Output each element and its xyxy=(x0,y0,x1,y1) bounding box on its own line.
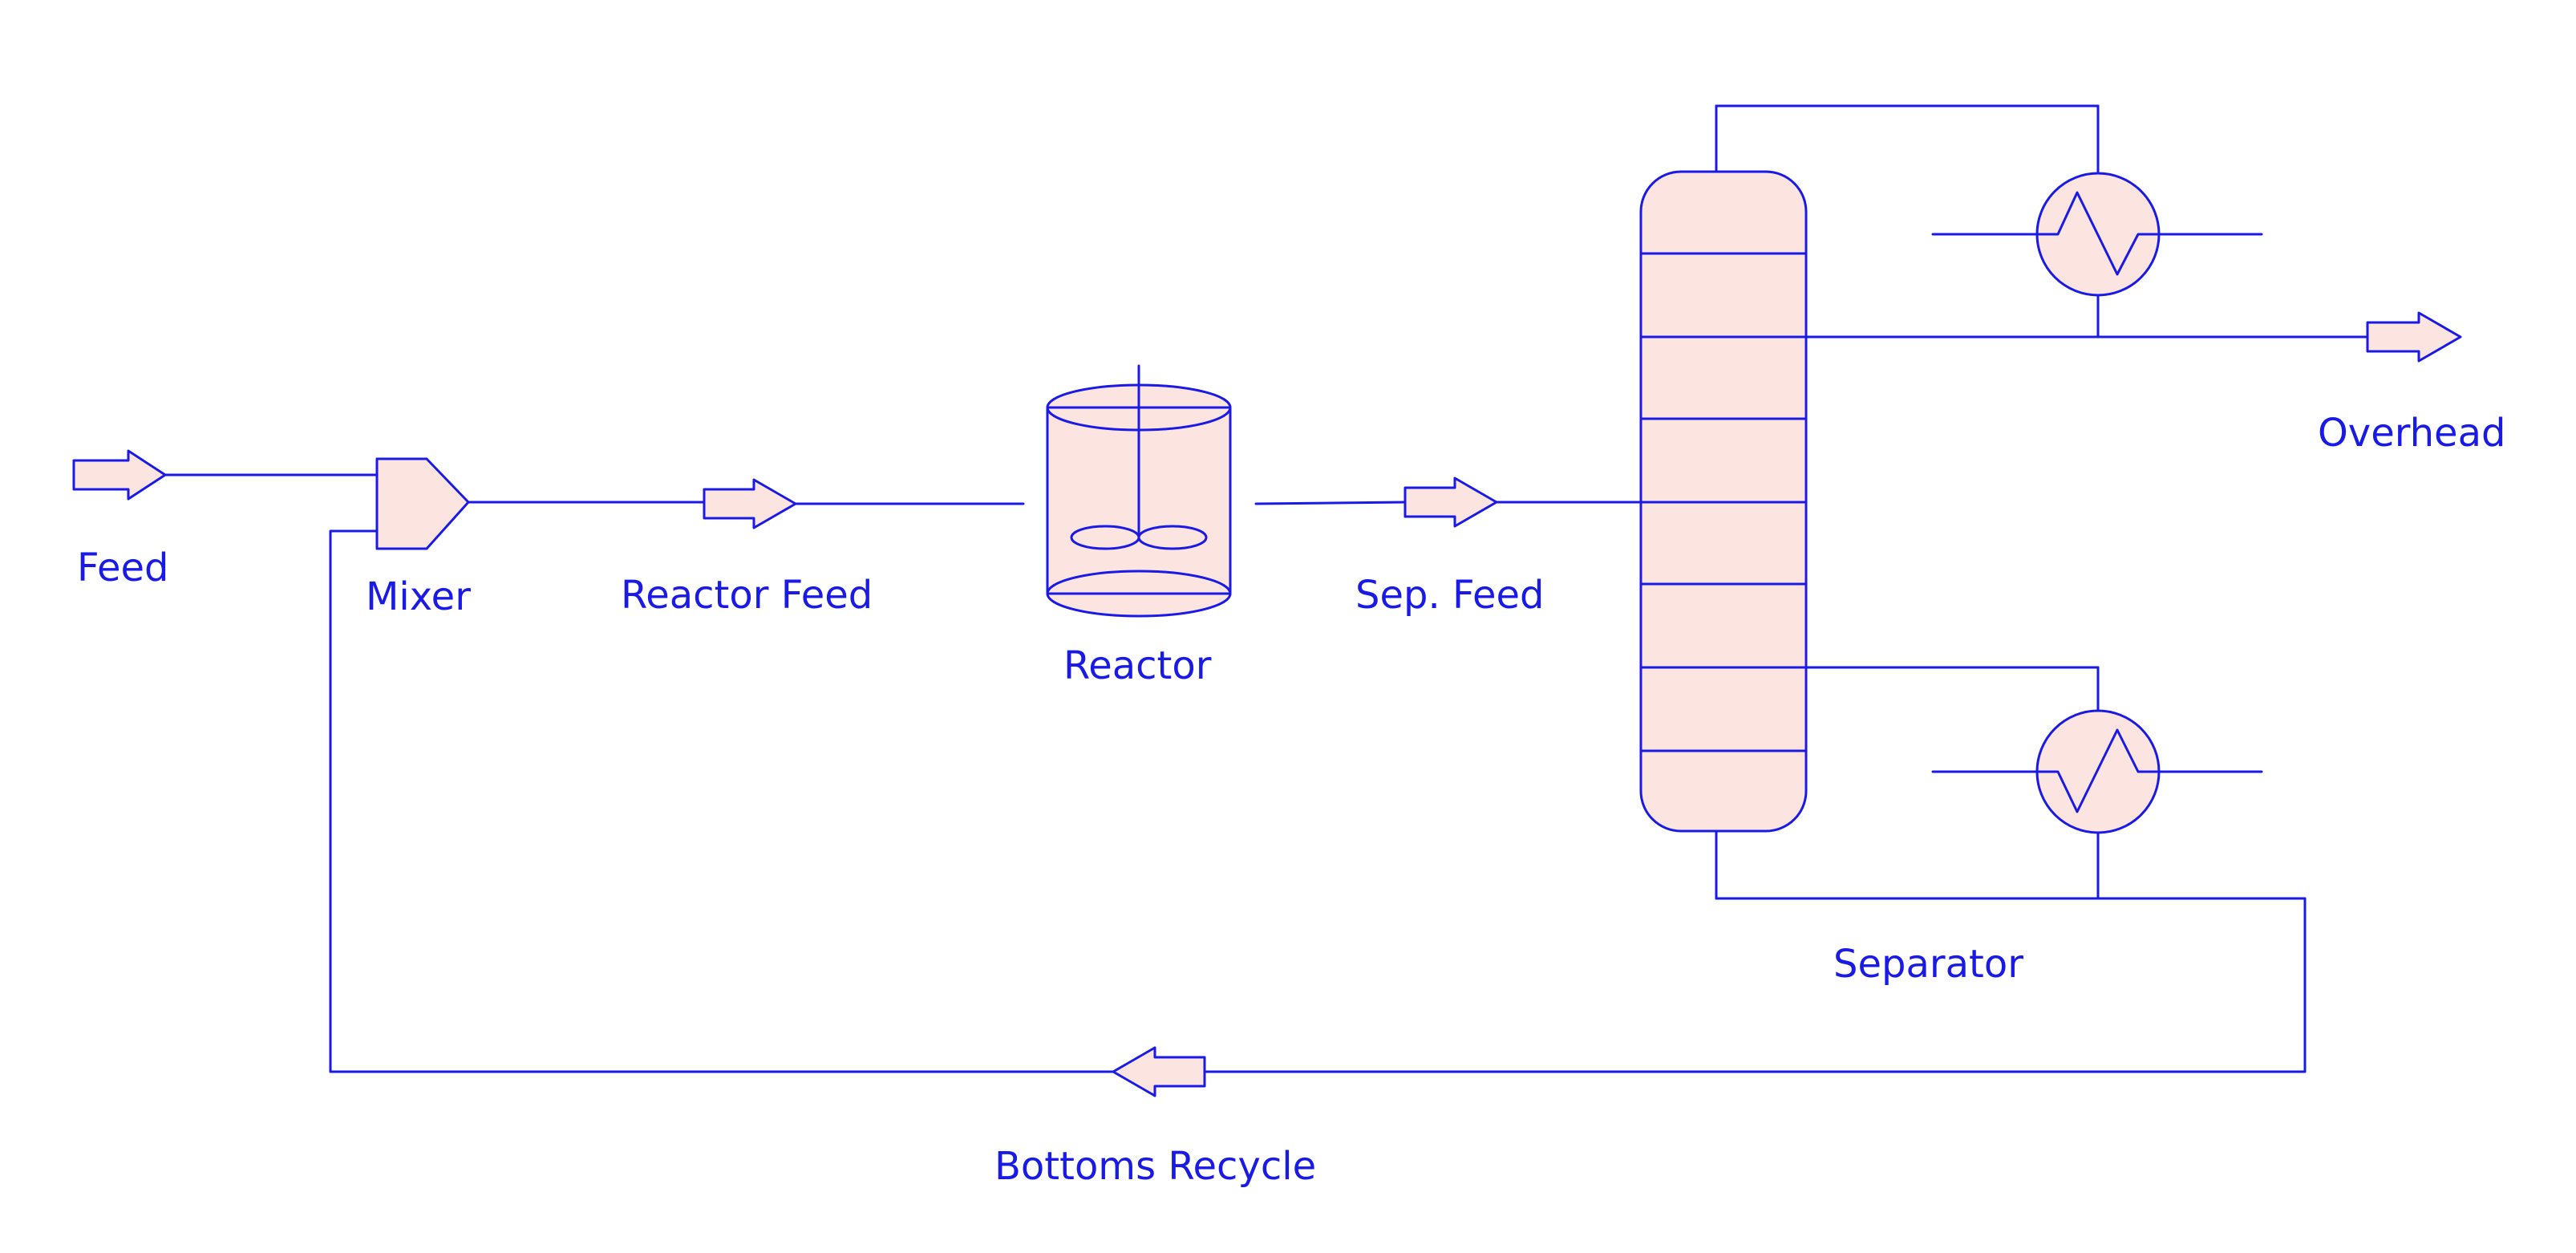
reactor-feed-stream: Reactor Feed xyxy=(467,478,1025,618)
sep-feed-label: Sep. Feed xyxy=(1355,573,1545,618)
overhead-label: Overhead xyxy=(2318,411,2505,456)
feed-stream: Feed xyxy=(72,449,379,590)
separator-feed-stream: Sep. Feed xyxy=(1254,476,1642,618)
mixer: Mixer xyxy=(366,457,471,619)
overhead-arrow-icon xyxy=(2366,311,2462,363)
reactor-label: Reactor xyxy=(1063,643,1212,688)
separator: Separator xyxy=(1639,104,2369,987)
mixer-label: Mixer xyxy=(366,574,471,619)
feed-label: Feed xyxy=(77,545,169,590)
reactor-feed-arrow-icon xyxy=(703,478,797,529)
bottoms-recycle-stream: Bottoms Recycle xyxy=(329,529,2307,1189)
distillation-column-icon xyxy=(1639,170,1808,833)
mixer-icon xyxy=(375,457,470,550)
feed-arrow-icon xyxy=(72,449,167,501)
sep-feed-arrow-icon xyxy=(1403,476,1498,528)
reboiler-heat-exchanger-icon xyxy=(1931,709,2263,834)
condenser-heat-exchanger-icon xyxy=(1931,172,2263,297)
bottoms-recycle-label: Bottoms Recycle xyxy=(994,1144,1316,1189)
overhead-stream: Overhead xyxy=(2318,311,2505,456)
reactor-feed-label: Reactor Feed xyxy=(621,573,873,618)
separator-label: Separator xyxy=(1833,942,2023,987)
reactor: Reactor xyxy=(1046,364,1232,688)
stirred-tank-icon xyxy=(1046,364,1232,618)
recycle-arrow-icon xyxy=(1112,1046,1206,1097)
